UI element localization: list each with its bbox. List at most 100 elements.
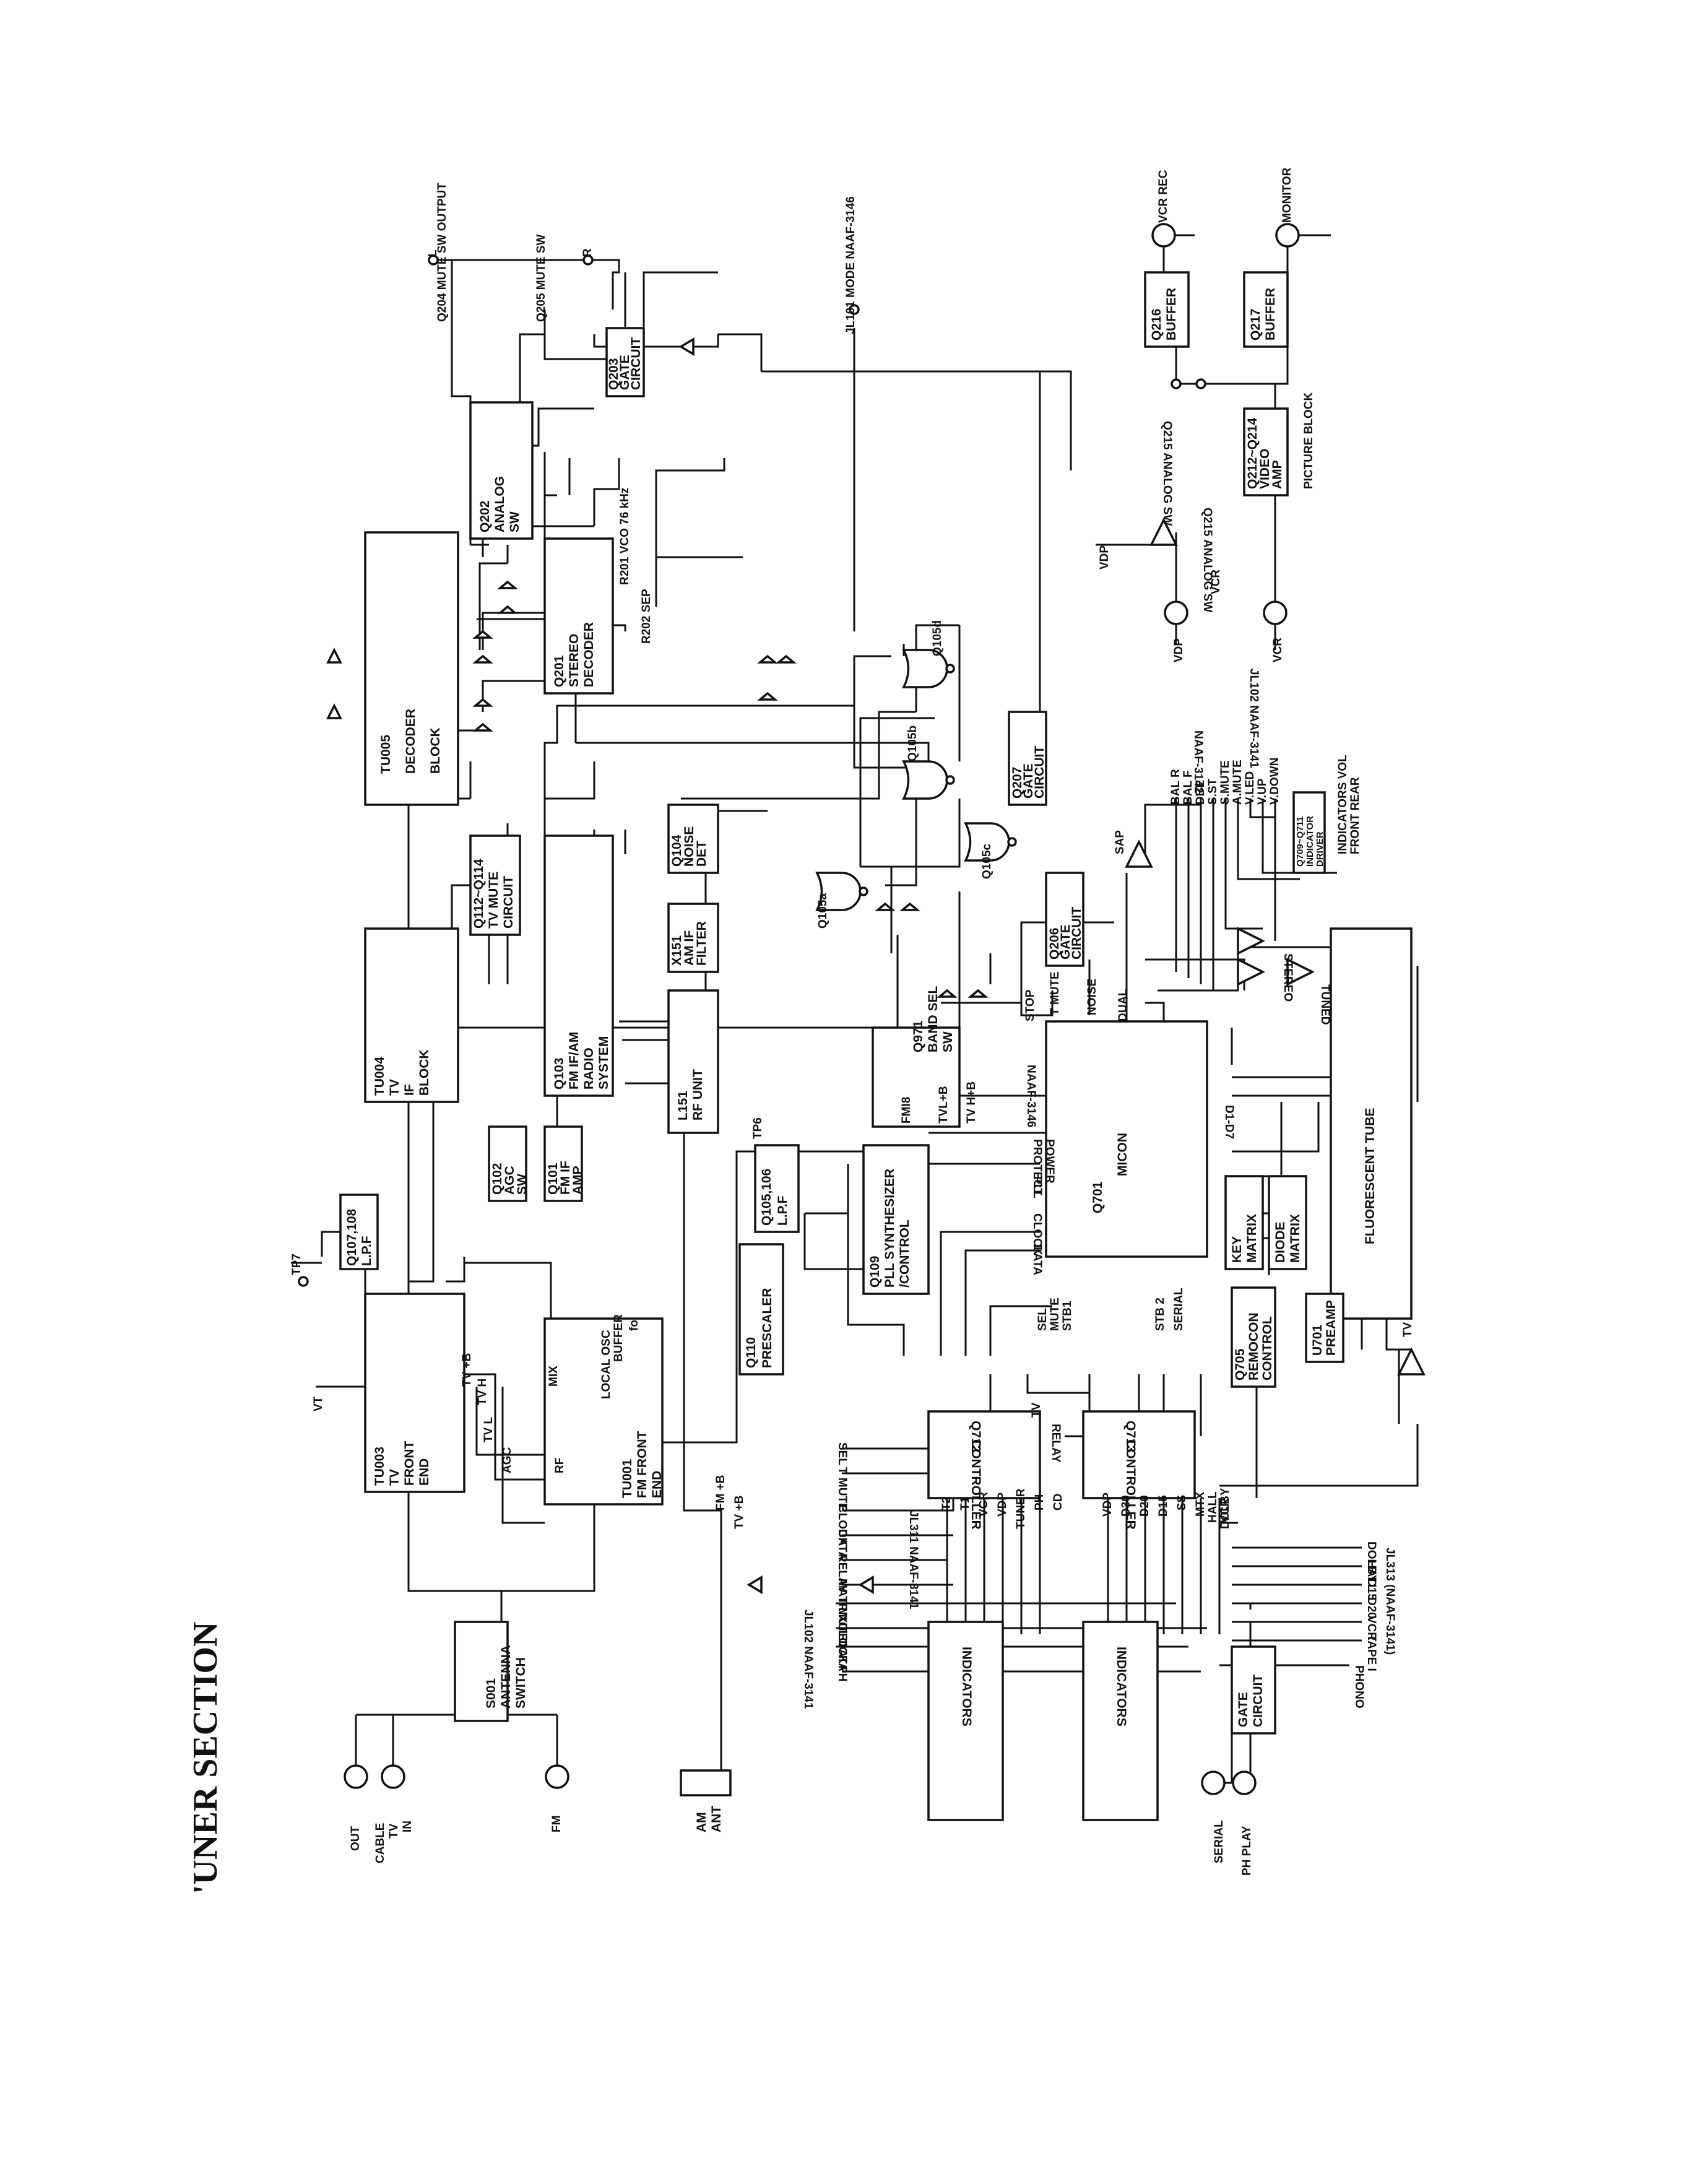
r202-label: R202 SEP [640, 589, 653, 644]
svg-text:TU004TVIFBLOCK: TU004TVIFBLOCK [373, 1049, 431, 1096]
q102-label: Q102 [490, 1163, 504, 1195]
svg-text:Q107,108L.P.F: Q107,108L.P.F [345, 1208, 374, 1266]
tv-front-end-block [364, 1293, 465, 1493]
svg-text:Q102AGCSW: Q102AGCSW [490, 1163, 529, 1195]
fm-jack [545, 1764, 569, 1789]
fm-if-amp-block [543, 1125, 583, 1202]
q105a-label: Q105a [816, 893, 829, 929]
tv-buffer [1397, 1347, 1426, 1376]
tp7-label: TP7 [290, 1254, 303, 1275]
cd-label: CD [1052, 1494, 1065, 1510]
gate-circuit-q206 [1045, 872, 1084, 967]
q205-label: Q205 MUTE SW [535, 234, 548, 322]
out-jack [344, 1764, 368, 1789]
vcr5-label: VCR [1365, 1616, 1378, 1640]
q201-label: Q201 [552, 655, 566, 687]
serial-jack [1201, 1770, 1226, 1795]
rf-label: RF [553, 1458, 566, 1473]
vup-label: V.UP [1256, 778, 1269, 805]
tvb2-label: TV +B [733, 1496, 746, 1529]
lpf-block-q107 [339, 1194, 379, 1270]
buffer-q216 [1144, 271, 1190, 348]
serial-label: SERIAL [1172, 1288, 1185, 1331]
vdp-buffer [1149, 518, 1178, 546]
vdp-jack [1164, 600, 1188, 625]
svg-text:Q217BUFFER: Q217BUFFER [1249, 288, 1278, 340]
svg-text:Q709~Q711INDICATORDRIVER: Q709~Q711INDICATORDRIVER [1295, 816, 1325, 867]
pll-synth-block [862, 1144, 930, 1295]
svg-text:INDICATORS: INDICATORS [1114, 1647, 1128, 1727]
cable-label: CABLE [374, 1823, 387, 1863]
gate-circuit-q203 [605, 327, 645, 397]
svg-text:Q713CONTROLLER: Q713CONTROLLER [1123, 1421, 1138, 1530]
r201-label: R201 VCO 76 kHz [618, 488, 631, 585]
am-if-filter-block [667, 903, 719, 973]
svg-text:Q202ANALOGSW: Q202ANALOGSW [478, 476, 522, 532]
fo-label: fo [628, 1320, 641, 1331]
svg-text:Q104NOISEDET: Q104NOISEDET [670, 826, 709, 867]
hall2-label: HALL [1365, 1560, 1378, 1592]
power-label: POWER [1043, 1139, 1056, 1184]
diode-matrix-block [1268, 1175, 1307, 1270]
fm-sig-label: FMI8 [900, 1097, 913, 1124]
q705-label: Q705 [1233, 1348, 1247, 1380]
s001-label: S001 [484, 1678, 498, 1709]
protect-label: PROTECT [1031, 1139, 1044, 1195]
tvl8-label: TVL+B [937, 1086, 950, 1124]
naaf3142-label: NAAF-3142 [1192, 730, 1205, 793]
d1d7-label: D1-D7 [1223, 1105, 1236, 1139]
localosc-label: LOCAL OSC [600, 1330, 613, 1399]
mix-label: MIX [547, 1366, 560, 1387]
indvol-label: INDICATORS VOL [1336, 755, 1349, 854]
svg-text:Q705REMOCONCONTROL: Q705REMOCONCONTROL [1233, 1312, 1275, 1380]
q713-label: Q713 [1123, 1421, 1138, 1452]
lpf-block-q105 [754, 1144, 800, 1233]
tu004-label: TU004 [373, 1057, 387, 1096]
t1-label: T1 [959, 1496, 972, 1510]
svg-text:Q212~Q214VIDEOAMP: Q212~Q214VIDEOAMP [1245, 418, 1284, 489]
q215b-label: Q215 ANALOG SW [1201, 508, 1214, 612]
q109-label: Q109 [868, 1256, 882, 1288]
vcr3-label: VCR [977, 1492, 990, 1517]
svg-text:Q701MICON: Q701MICON [1091, 1133, 1130, 1213]
remocon-control-block [1231, 1286, 1276, 1388]
svg-text:AMANT: AMANT [695, 1806, 724, 1832]
dolby-label: DOLBY [1219, 1488, 1232, 1529]
q215-label: Q215 ANALOG SW [1161, 421, 1174, 526]
vdp4-label: VDP [1101, 1493, 1114, 1517]
svg-text:L151RF UNIT: L151RF UNIT [676, 1069, 705, 1120]
component-blocks [339, 271, 1413, 1821]
indicators-right [1082, 1621, 1159, 1821]
jl101-label: JL101 MODE NAAF-3146 [844, 196, 857, 334]
q105d-label: Q105d [931, 620, 944, 656]
q712-label: Q712 [969, 1421, 983, 1452]
svg-text:Q112~Q114TV MUTECIRCUIT: Q112~Q114TV MUTECIRCUIT [472, 859, 516, 929]
logic-gates [326, 337, 1426, 1595]
osel-label: SEL [836, 1442, 849, 1465]
fmb-label: FM +B [714, 1475, 727, 1510]
svg-text:Q207GATECIRCUIT: Q207GATECIRCUIT [1010, 746, 1047, 799]
vdp3-label: VDP [996, 1493, 1009, 1517]
picture-label: PICTURE BLOCK [1302, 392, 1315, 490]
orelay-label: RELAY [836, 1554, 849, 1593]
fm-front-end-block [543, 1317, 664, 1506]
q701-label: Q701 [1091, 1181, 1105, 1213]
vled-label: V.LED [1244, 771, 1257, 805]
d30-label: D30 [1120, 1495, 1133, 1517]
prescaler-block [738, 1243, 784, 1376]
am-ant-terminal [680, 1769, 732, 1796]
vcr-rec-jack [1151, 223, 1176, 248]
svg-text:TU001FM FRONTEND: TU001FM FRONTEND [620, 1431, 664, 1498]
x151-label: X151 [670, 935, 684, 966]
tu005-label: TU005 [379, 735, 393, 774]
tv2-label: TV [1030, 1402, 1043, 1418]
otmute-label: T MUTE [836, 1467, 849, 1511]
q112-label: Q112~Q114 [472, 859, 486, 929]
sap-label: SAP [1114, 830, 1127, 854]
noise-det-block [667, 804, 719, 874]
tu001-label: TU001 [620, 1459, 634, 1498]
frontrear-label: FRONT REAR [1349, 777, 1362, 854]
gate-q105c [964, 822, 1010, 862]
tu003-label: TU003 [373, 1447, 387, 1486]
svg-text:TU003TVFRONTEND: TU003TVFRONTEND [373, 1441, 431, 1486]
